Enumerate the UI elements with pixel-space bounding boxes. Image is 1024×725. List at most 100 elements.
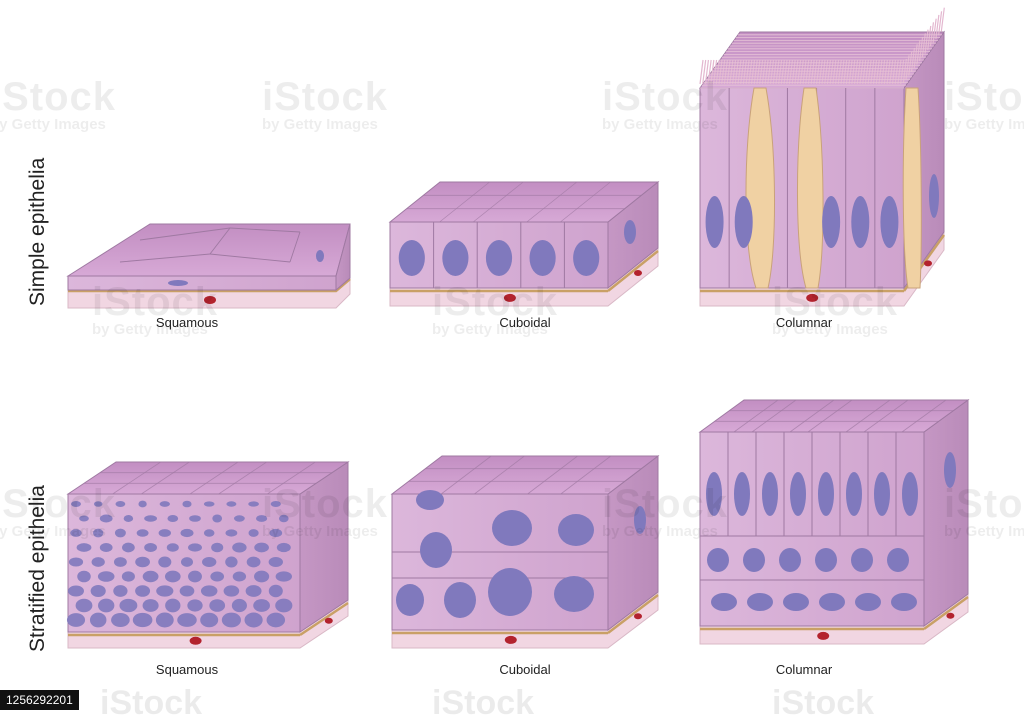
nucleus [203, 501, 215, 507]
nucleus [136, 529, 149, 537]
caption-simple-columnar: Columnar [775, 315, 833, 330]
nucleus [66, 613, 86, 627]
cilium [924, 29, 929, 54]
nucleus [114, 528, 126, 538]
nucleus [77, 570, 91, 583]
cell-border [189, 461, 239, 495]
blood-cell [946, 612, 955, 619]
nucleus [874, 472, 890, 516]
nucleus [211, 542, 224, 553]
nucleus [68, 585, 84, 597]
nucleus [762, 472, 778, 516]
nucleus [111, 613, 130, 627]
nucleus [706, 472, 722, 516]
nucleus [188, 570, 202, 583]
nucleus [225, 556, 238, 568]
nucleus [851, 196, 870, 248]
nucleus [221, 612, 241, 628]
nucleus [246, 556, 261, 568]
blood-cell [189, 636, 202, 645]
nucleus [189, 515, 201, 522]
nucleus [887, 548, 909, 572]
nucleus [180, 557, 194, 567]
nucleus [98, 598, 115, 613]
nucleus [269, 528, 283, 538]
nucleus [135, 585, 151, 597]
cell-border [845, 399, 891, 433]
apical-surface [66, 461, 350, 495]
blood-cell [817, 631, 830, 640]
nucleus [76, 543, 92, 552]
simple-cuboidal-block [388, 180, 660, 307]
nucleus [232, 571, 247, 582]
nucleus [158, 529, 172, 537]
caption-simple-cuboidal: Cuboidal [499, 315, 551, 330]
nucleus [846, 472, 862, 516]
cell-border [472, 181, 524, 223]
nucleus [99, 514, 113, 523]
nucleus [815, 548, 837, 572]
row-label-stratified: Stratified epithelia [26, 485, 49, 652]
nucleus [113, 557, 127, 567]
nucleus [210, 571, 225, 582]
nucleus [624, 220, 636, 244]
nucleus [187, 599, 203, 612]
nucleus [734, 472, 750, 516]
cell-border [901, 399, 947, 433]
nucleus [316, 250, 324, 262]
nucleus [71, 500, 81, 508]
cilium [940, 7, 945, 32]
nucleus [182, 500, 192, 508]
nucleus [248, 529, 259, 537]
nucleus [276, 542, 291, 553]
nucleus [554, 576, 594, 612]
cell-border [218, 461, 267, 495]
cilium [932, 18, 937, 43]
cell-border [439, 181, 490, 223]
nucleus [855, 593, 881, 611]
nucleus [234, 515, 245, 522]
nucleus [420, 532, 452, 568]
basement-membrane [299, 601, 349, 637]
nucleus [396, 584, 424, 616]
cell-border [112, 461, 161, 495]
nucleus [231, 598, 247, 613]
footer-watermark: iStock [772, 684, 875, 722]
goblet-cell [796, 87, 824, 289]
stock-id: 1256292201 [0, 690, 79, 710]
nucleus [123, 515, 134, 522]
nucleus [155, 612, 174, 628]
cell-border [474, 455, 525, 495]
nucleus [779, 548, 801, 572]
cell-border [267, 461, 316, 495]
nucleus [747, 593, 773, 611]
nucleus [91, 557, 105, 567]
cell-border [863, 399, 909, 433]
caption-stratified-columnar: Columnar [775, 662, 833, 677]
nucleus [743, 548, 765, 572]
nucleus [113, 585, 128, 597]
basement-membrane [607, 250, 659, 292]
nucleus [202, 557, 217, 567]
blood-cell [204, 296, 216, 304]
nucleus [144, 515, 158, 522]
nucleus [121, 571, 135, 582]
cilium [937, 11, 943, 36]
cilium [702, 59, 707, 85]
blood-cell [634, 270, 642, 276]
nucleus [790, 472, 806, 516]
nucleus [142, 599, 159, 612]
nucleus [132, 612, 153, 628]
nucleus [268, 584, 283, 598]
blood-cell [634, 613, 642, 620]
nucleus [68, 557, 84, 567]
nucleus [275, 571, 292, 582]
basement-membrane [923, 595, 969, 631]
nucleus [168, 280, 188, 286]
nucleus [223, 585, 240, 597]
footer-watermark: iStock [100, 684, 203, 722]
nucleus [122, 542, 135, 553]
nucleus [244, 612, 263, 628]
